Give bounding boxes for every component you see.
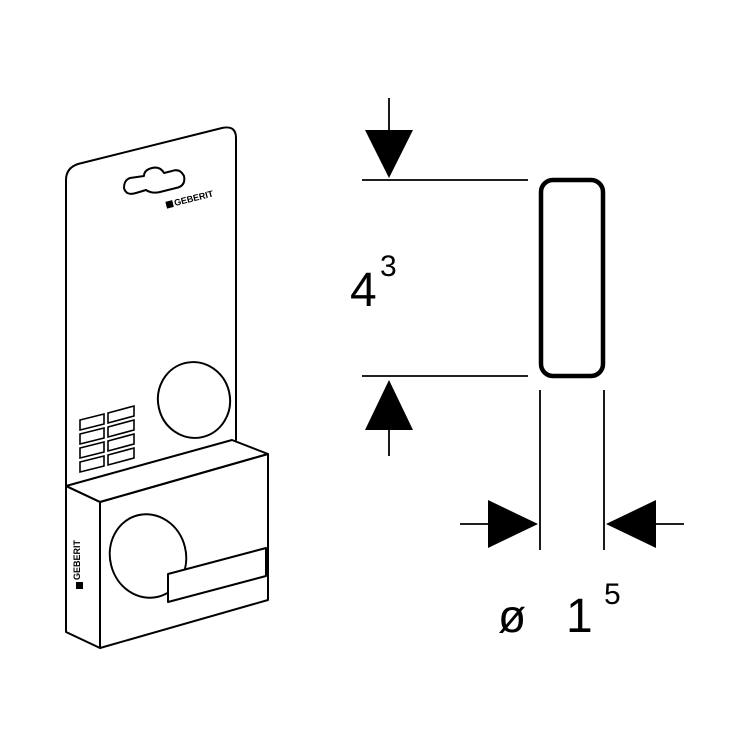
- arrow-up-icon: [365, 380, 413, 430]
- arrow-down-icon: [365, 130, 413, 178]
- packaging-card: GEBERIT: [65, 126, 237, 496]
- geberit-logo-mark: [165, 200, 174, 209]
- box-circle-window: [108, 513, 188, 599]
- part-outline: [538, 177, 606, 379]
- card-circle-window: [156, 361, 232, 439]
- card-label-grid: [79, 404, 135, 474]
- arrow-right-icon: [488, 500, 538, 548]
- geberit-side-logo-mark: [76, 582, 83, 589]
- box-front-face: [99, 453, 269, 649]
- packaging-box: GEBERIT: [65, 439, 269, 649]
- diameter-superscript: 5: [604, 578, 621, 611]
- diameter-main: 1: [566, 590, 593, 643]
- geberit-side-logo-text: GEBERIT: [72, 539, 82, 580]
- hang-hole-icon: [123, 166, 186, 195]
- height-main: 4: [350, 264, 377, 317]
- geberit-logo-text: GEBERIT: [173, 188, 215, 208]
- dimension-drawing: 4 3 ø 1 5: [350, 98, 684, 643]
- box-side-face: [65, 485, 101, 649]
- arrow-left-icon: [606, 500, 656, 548]
- box-top-face: [65, 439, 269, 503]
- card-outline: [65, 126, 237, 496]
- height-label: 4: [350, 264, 377, 317]
- box-label-strip: [167, 547, 267, 603]
- diameter-symbol: ø: [498, 590, 526, 642]
- height-superscript: 3: [380, 250, 397, 283]
